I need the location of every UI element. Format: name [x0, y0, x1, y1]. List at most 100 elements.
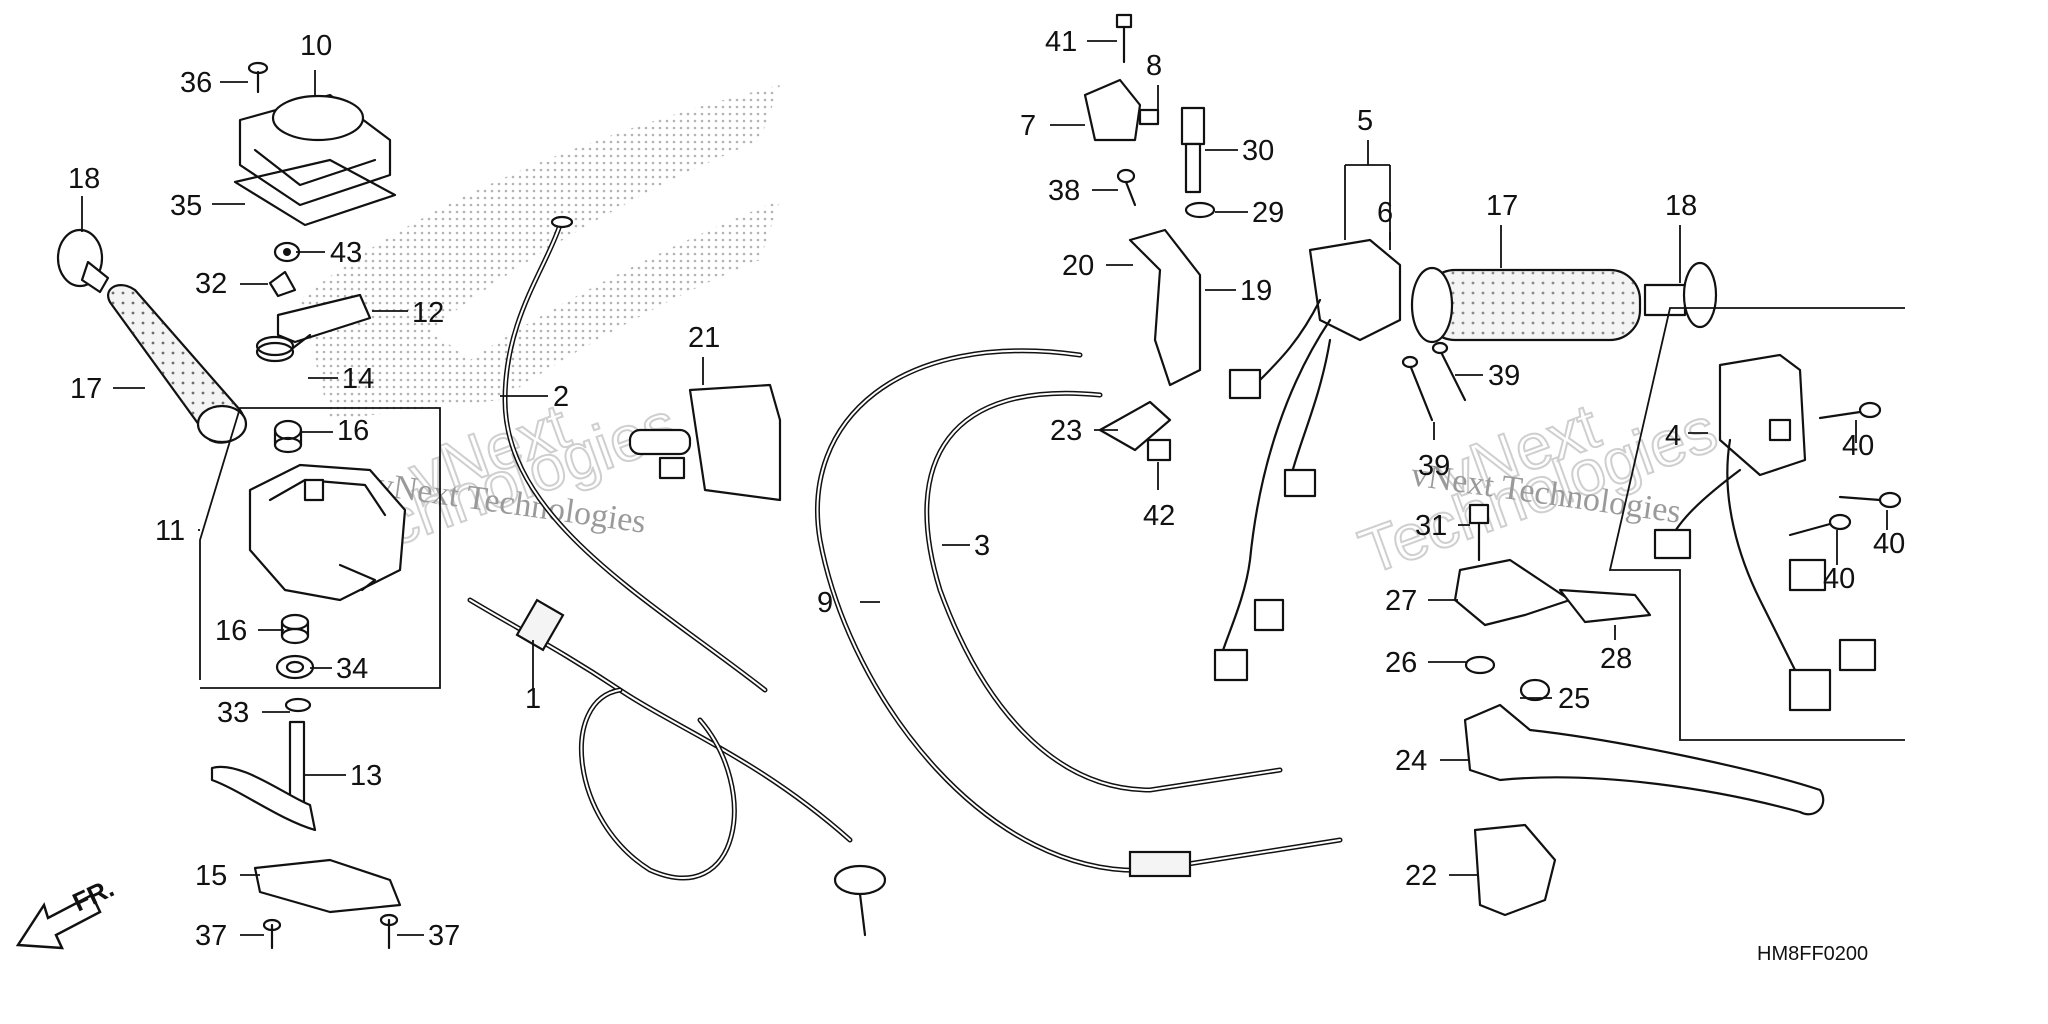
part-screw-40a	[1818, 401, 1882, 420]
direction-label: FR.	[68, 873, 119, 918]
part-clamp-7	[1083, 78, 1142, 142]
part-screw-40b	[1838, 491, 1902, 509]
part-cable-9	[815, 348, 1343, 878]
callout-6: 6	[1377, 197, 1393, 229]
part-cap-25	[1519, 678, 1551, 702]
callout-17: 17	[1486, 190, 1518, 222]
callout-16: 16	[215, 615, 247, 647]
part-switch-housing-4	[1653, 353, 1877, 712]
callout-40: 40	[1823, 563, 1855, 595]
part-nut-42	[1146, 438, 1172, 462]
part-collar-16b	[280, 613, 310, 645]
callout-38: 38	[1048, 175, 1080, 207]
part-plate-12	[276, 293, 372, 344]
callout-7: 7	[1020, 110, 1036, 142]
group-bracket-4	[1608, 307, 1905, 741]
callout-39: 39	[1418, 450, 1450, 482]
callout-9: 9	[817, 587, 833, 619]
callout-39: 39	[1488, 360, 1520, 392]
part-screw-36	[247, 61, 269, 94]
callout-26: 26	[1385, 647, 1417, 679]
front-direction-indicator: FR.	[15, 873, 119, 950]
part-bolt-31	[1468, 503, 1490, 562]
callout-17: 17	[70, 373, 102, 405]
part-grip-end-18	[56, 228, 110, 294]
part-bolt-37b	[379, 913, 399, 950]
diagram-code: HM8FF0200	[1757, 943, 1868, 965]
part-screw-39b	[1401, 355, 1434, 422]
callout-34: 34	[336, 653, 368, 685]
callout-29: 29	[1252, 197, 1284, 229]
callout-3: 3	[974, 530, 990, 562]
callout-leaders	[81, 40, 1888, 936]
part-switch-21	[628, 383, 782, 502]
callout-13: 13	[350, 760, 382, 792]
callout-25: 25	[1558, 683, 1590, 715]
part-bracket-22	[1473, 823, 1557, 917]
part-bracket-15	[253, 858, 402, 914]
callout-20: 20	[1062, 250, 1094, 282]
callout-22: 22	[1405, 860, 1437, 892]
callout-2: 2	[553, 381, 569, 413]
part-washer-32	[268, 270, 297, 298]
callout-27: 27	[1385, 585, 1417, 617]
part-screw-38	[1116, 168, 1137, 207]
background-wing-shape	[300, 85, 780, 420]
callout-37: 37	[428, 920, 460, 952]
part-collar-16a	[273, 419, 303, 454]
part-switch-housing-5-6	[1213, 238, 1402, 682]
part-spring-26	[1464, 655, 1496, 675]
callout-28: 28	[1600, 643, 1632, 675]
callout-31: 31	[1415, 510, 1447, 542]
callout-4: 4	[1665, 420, 1681, 452]
part-screw-39a	[1431, 341, 1467, 402]
callout-35: 35	[170, 190, 202, 222]
part-bracket-23	[1098, 400, 1172, 452]
callout-32: 32	[195, 268, 227, 300]
part-throttle-arm-13	[210, 720, 317, 832]
callout-24: 24	[1395, 745, 1427, 777]
callout-18: 18	[1665, 190, 1697, 222]
callout-8: 8	[1146, 50, 1162, 82]
part-bolt-37a	[262, 918, 282, 950]
part-cable-1	[467, 597, 887, 937]
callout-12: 12	[412, 297, 444, 329]
part-grip-17-left	[107, 284, 248, 444]
part-seal-34	[275, 654, 315, 680]
part-grip-17-right	[1410, 266, 1642, 344]
part-screw-40c	[1788, 513, 1852, 537]
callout-11: 11	[155, 515, 185, 547]
group-bracket-11	[199, 407, 441, 689]
callout-40: 40	[1842, 430, 1874, 462]
callout-18: 18	[68, 163, 100, 195]
part-cable-2	[502, 215, 768, 693]
part-spring-14	[255, 333, 312, 363]
part-nut-43	[273, 241, 301, 263]
part-housing-11	[248, 463, 407, 602]
callout-36: 36	[180, 67, 212, 99]
callout-43: 43	[330, 237, 362, 269]
callout-21: 21	[688, 322, 720, 354]
part-holder-19	[1128, 228, 1202, 387]
part-bolt-41	[1115, 13, 1133, 64]
callout-30: 30	[1242, 135, 1274, 167]
part-lever-24	[1463, 703, 1825, 816]
callout-33: 33	[217, 697, 249, 729]
callout-42: 42	[1143, 500, 1175, 532]
callout-5: 5	[1357, 105, 1373, 137]
part-block-8	[1138, 108, 1160, 126]
part-grip-end-18-right	[1643, 261, 1718, 329]
callout-15: 15	[195, 860, 227, 892]
callout-19: 19	[1240, 275, 1272, 307]
callout-14: 14	[342, 363, 374, 395]
part-cover-10	[238, 93, 392, 207]
part-pad-28	[1558, 588, 1652, 624]
part-lever-bracket-27	[1453, 558, 1572, 627]
callout-40: 40	[1873, 528, 1905, 560]
part-bolt-30	[1180, 106, 1206, 194]
part-washer-29	[1184, 201, 1216, 219]
part-cable-3	[924, 390, 1283, 793]
callout-41: 41	[1045, 26, 1077, 58]
